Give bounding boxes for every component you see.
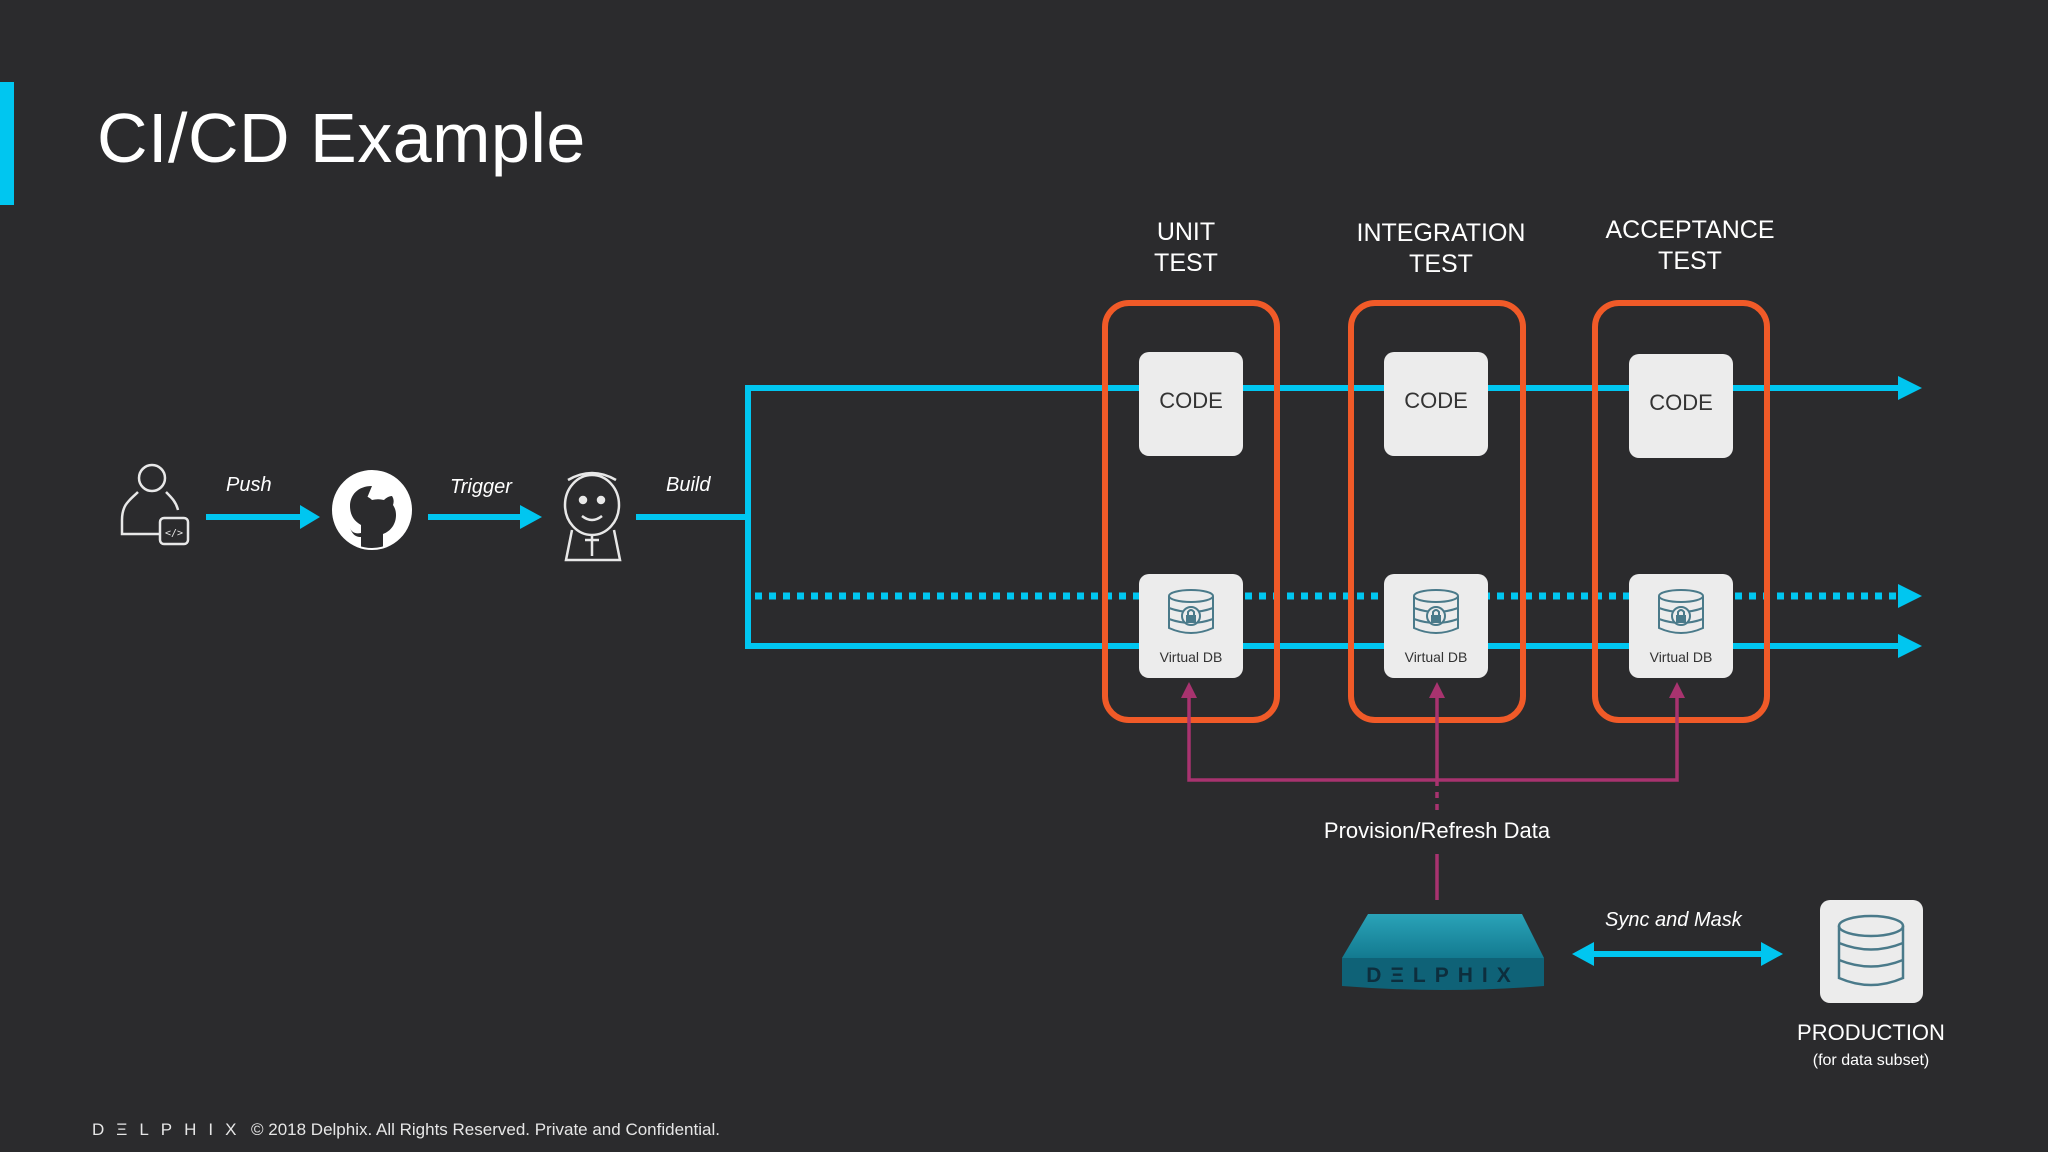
delphix-appliance-icon xyxy=(1342,914,1544,990)
delphix-appliance-label: DΞLPHIX xyxy=(1366,964,1520,987)
stage-frame-unit xyxy=(1102,300,1280,723)
trigger-label: Trigger xyxy=(450,476,512,498)
footer-copyright: © 2018 Delphix. All Rights Reserved. Pri… xyxy=(251,1120,720,1139)
virtual-db-icon xyxy=(1413,589,1459,634)
virtual-db-label: Virtual DB xyxy=(1649,649,1713,665)
stage-title-integration: INTEGRATION TEST xyxy=(1356,219,1526,278)
production-box xyxy=(1820,900,1923,1003)
footer-logo: DΞLPHIX xyxy=(92,1120,249,1139)
virtual-db-label: Virtual DB xyxy=(1404,649,1468,665)
virtual-db-label: Virtual DB xyxy=(1159,649,1223,665)
code-label: CODE xyxy=(1159,388,1223,413)
title-accent-bar xyxy=(0,82,14,205)
code-box-integration: CODE xyxy=(1384,352,1488,456)
vdb-box-acceptance: Virtual DB xyxy=(1629,574,1733,678)
provision-label: Provision/Refresh Data xyxy=(1323,818,1551,843)
production-sublabel: (for data subset) xyxy=(1812,1052,1930,1069)
provision-lines xyxy=(1187,692,1679,900)
sync-label: Sync and Mask xyxy=(1605,909,1742,931)
developer-icon: </> xyxy=(120,463,190,546)
code-label: CODE xyxy=(1404,388,1468,413)
vdb-box-unit: Virtual DB xyxy=(1139,574,1243,678)
build-label: Build xyxy=(666,474,711,496)
code-box-unit: CODE xyxy=(1139,352,1243,456)
jenkins-icon xyxy=(563,471,622,562)
vdb-box-integration: Virtual DB xyxy=(1384,574,1488,678)
stage-title-acceptance: ACCEPTANCE TEST xyxy=(1605,216,1775,275)
github-icon xyxy=(332,470,412,550)
virtual-db-icon xyxy=(1168,589,1214,634)
svg-text:</>: </> xyxy=(165,528,183,539)
production-label: PRODUCTION xyxy=(1797,1020,1945,1045)
code-label: CODE xyxy=(1649,390,1713,415)
code-box-acceptance: CODE xyxy=(1629,354,1733,458)
stage-title-unit: UNIT TEST xyxy=(1154,218,1218,277)
push-label: Push xyxy=(226,474,272,496)
virtual-db-icon xyxy=(1658,589,1704,634)
slide-title: CI/CD Example xyxy=(97,99,586,177)
database-icon xyxy=(1837,914,1905,987)
stage-frame-acceptance xyxy=(1592,300,1770,723)
